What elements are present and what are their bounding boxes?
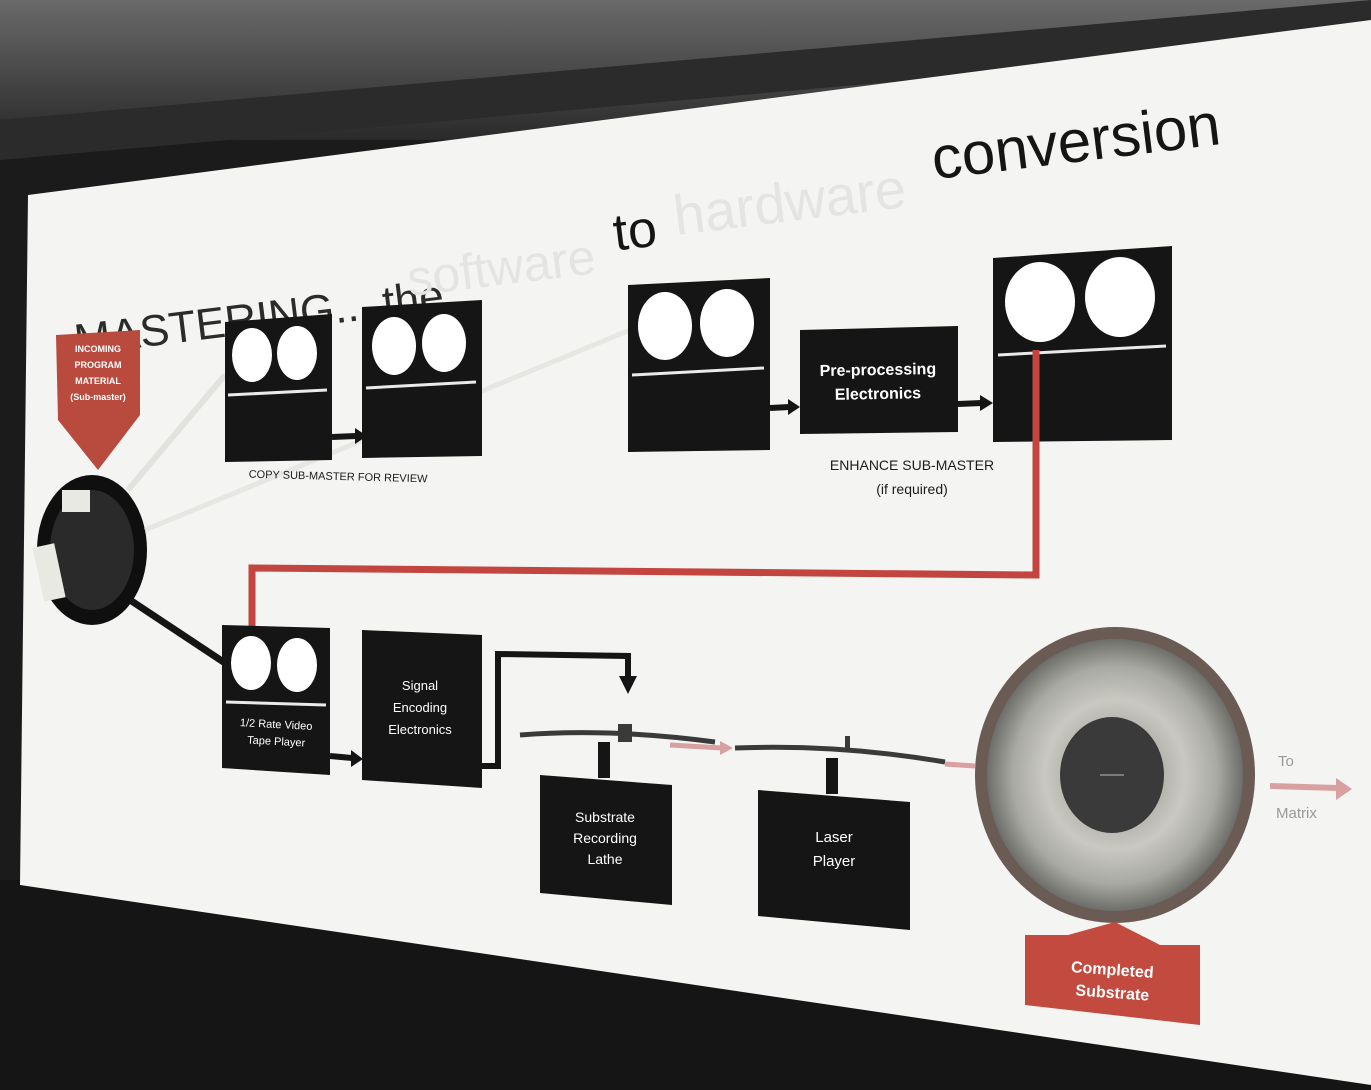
incoming-label-3: MATERIAL <box>75 376 121 386</box>
completed-badge <box>1025 922 1200 1025</box>
player-arrow <box>329 753 353 761</box>
enhance-deck-1 <box>628 278 770 452</box>
tape-player-box <box>222 625 330 775</box>
signal-encoding-box <box>362 630 482 788</box>
enhance-caption-1: ENHANCE SUB-MASTER <box>830 457 994 473</box>
player-arrow-head <box>351 750 363 767</box>
completed-label-2: Substrate <box>1075 982 1150 1004</box>
incoming-label-2: PROGRAM <box>75 360 122 370</box>
lathe-to-laser-arrow-head <box>720 741 733 755</box>
copy-deck-1 <box>225 314 332 462</box>
enhance-arrow-2 <box>957 400 983 407</box>
preprocessing-box <box>800 326 958 434</box>
to-matrix-label-1: To <box>1278 753 1294 770</box>
laser-stand <box>826 758 838 794</box>
preprocessing-label-2: Electronics <box>835 385 922 404</box>
enhance-deck-2 <box>993 246 1172 442</box>
incoming-label-1: INCOMING <box>75 344 121 354</box>
lathe-label-3: Lathe <box>587 851 622 867</box>
enhance-arrow-2-head <box>980 395 993 411</box>
laser-box <box>758 790 910 930</box>
reel-label-side <box>32 543 66 602</box>
copy-deck-2 <box>362 300 482 458</box>
laser-to-disc-arrow <box>944 761 976 769</box>
completed-label-1: Completed <box>1070 959 1154 982</box>
to-matrix-label-2: Matrix <box>1276 805 1317 822</box>
signal-to-lathe-connector <box>482 650 631 769</box>
tape-reel-inner <box>50 490 134 610</box>
tape-player-label-1: 1/2 Rate Video <box>240 717 313 733</box>
red-connector <box>248 350 1040 628</box>
preprocessing-label-1: Pre-processing <box>820 361 937 380</box>
signal-to-lathe-arrow-head <box>619 676 637 694</box>
lathe-label-1: Substrate <box>575 809 635 825</box>
laser-pin <box>845 736 850 750</box>
reel-to-player-link <box>128 597 230 668</box>
title-to: to <box>610 200 660 263</box>
copy-arrow-head <box>355 428 367 444</box>
ceiling-edge <box>0 0 1371 160</box>
laser-platter <box>734 744 946 765</box>
enhance-arrow-1-head <box>788 399 800 415</box>
laser-label-1: Laser <box>815 829 853 846</box>
lathe-head <box>618 724 632 742</box>
to-matrix-arrow <box>1269 783 1339 791</box>
tape-player-label-2: Tape Player <box>247 734 306 749</box>
copy-arrow <box>331 433 357 440</box>
incoming-badge <box>56 330 140 470</box>
reel-label-top <box>62 490 90 512</box>
lathe-stand <box>598 742 610 778</box>
incoming-label-4: (Sub-master) <box>70 392 126 402</box>
lathe-to-laser-arrow <box>669 742 723 751</box>
signal-label-2: Encoding <box>393 700 447 715</box>
faint-link-upper <box>125 373 228 492</box>
lathe-platter <box>519 730 716 745</box>
signal-label-3: Electronics <box>388 722 452 737</box>
copy-caption: COPY SUB-MASTER FOR REVIEW <box>249 469 429 486</box>
laser-label-2: Player <box>813 853 856 870</box>
enhance-caption-2: (if required) <box>876 481 948 497</box>
signal-label-1: Signal <box>402 678 438 693</box>
lathe-label-2: Recording <box>573 830 637 846</box>
to-matrix-arrow-head <box>1336 778 1352 800</box>
lathe-box <box>540 775 672 905</box>
enhance-arrow-1 <box>769 404 791 411</box>
